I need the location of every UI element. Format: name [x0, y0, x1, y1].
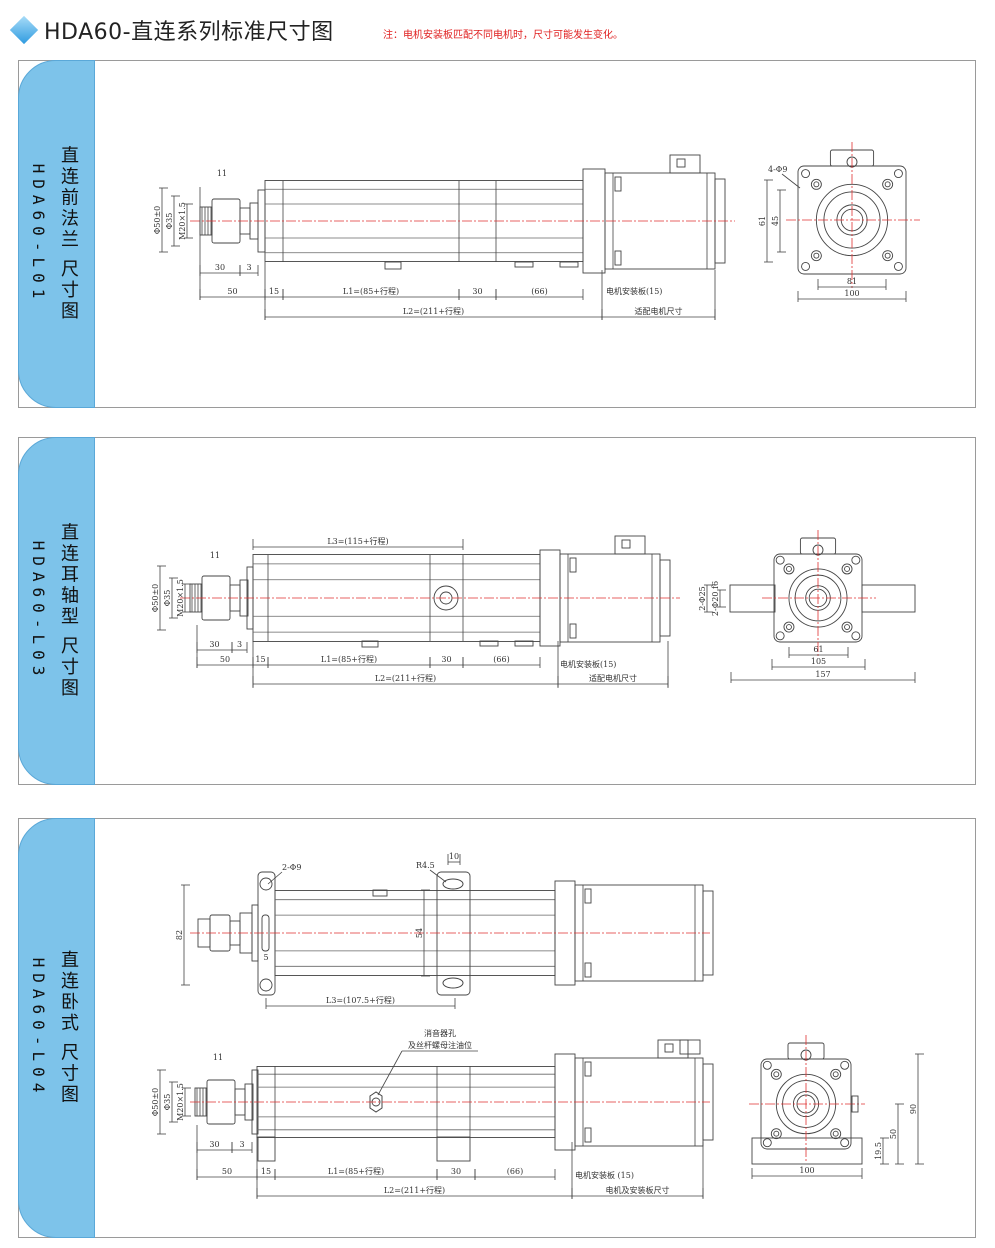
title-diamond-icon: [9, 15, 39, 45]
panel-l04: 直连卧式 尺寸图 HDA60-L04: [18, 818, 976, 1238]
panel-model: HDA60-L01: [29, 163, 48, 305]
panel-tab: 直连耳轴型 尺寸图 HDA60-L03: [18, 437, 95, 785]
panel-model: HDA60-L04: [29, 957, 48, 1099]
note-text: 注：电机安装板匹配不同电机时，尺寸可能发生变化。: [383, 30, 623, 41]
page-title: HDA60-直连系列标准尺寸图: [44, 20, 334, 45]
panel-name: 直连前法兰 尺寸图: [58, 145, 79, 323]
panel-name: 直连耳轴型 尺寸图: [58, 522, 79, 700]
panel-model: HDA60-L03: [29, 540, 48, 682]
panel-l03: 直连耳轴型 尺寸图 HDA60-L03: [18, 437, 976, 785]
panel-tab: 直连卧式 尺寸图 HDA60-L04: [18, 818, 95, 1238]
panel-l01: 直连前法兰 尺寸图 HDA60-L01: [18, 60, 976, 408]
panel-name: 直连卧式 尺寸图: [58, 950, 79, 1106]
panel-tab: 直连前法兰 尺寸图 HDA60-L01: [18, 60, 95, 408]
